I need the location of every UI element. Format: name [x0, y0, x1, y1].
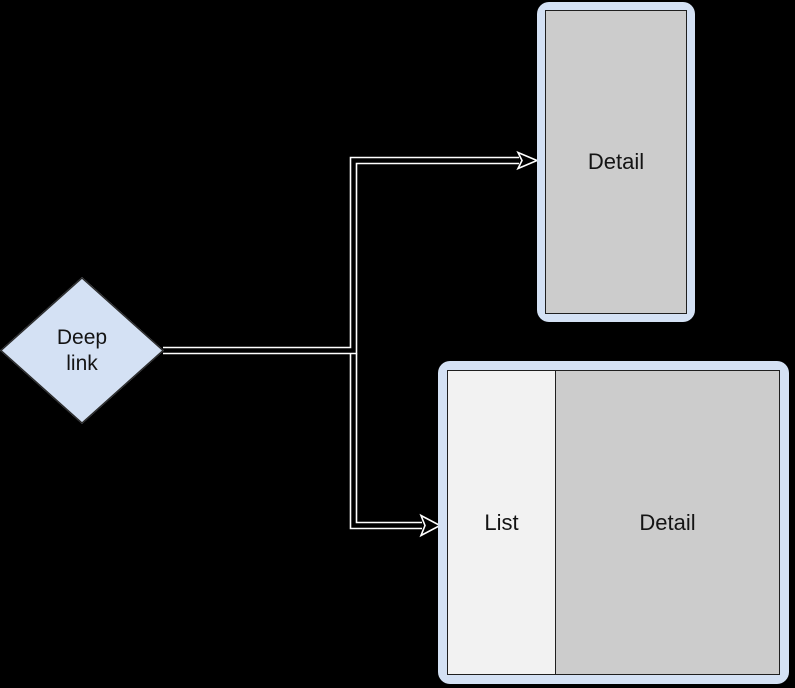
list-pane-label: List — [484, 509, 519, 535]
edge-to-detail — [163, 150, 540, 355]
list-pane[interactable]: List — [448, 371, 556, 674]
detail-pane[interactable]: Detail — [556, 371, 779, 674]
detail-pane-label: Detail — [587, 149, 645, 174]
two-pane-screen: List Detail — [447, 370, 780, 675]
two-pane-device[interactable]: List Detail — [438, 361, 789, 684]
deep-link-node[interactable]: Deep link — [0, 277, 164, 424]
single-pane-device[interactable]: Detail — [537, 2, 695, 322]
detail-pane-label: Detail — [639, 509, 696, 535]
detail-pane[interactable]: Detail — [546, 11, 686, 313]
single-pane-screen: Detail — [545, 10, 687, 314]
diamond-outline-icon — [0, 277, 164, 424]
edge-to-list-detail — [349, 353, 442, 538]
